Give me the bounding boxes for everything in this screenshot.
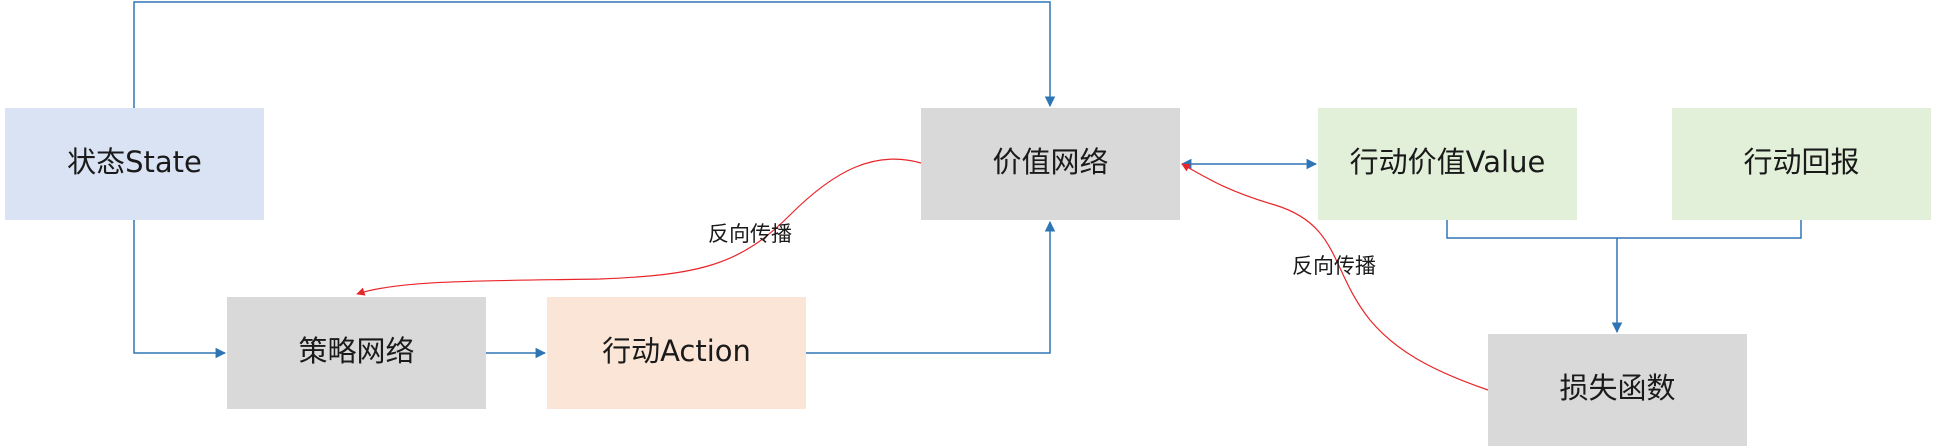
policy-network-label: 策略网络 [298, 334, 414, 368]
action-label: 行动Action [602, 334, 751, 368]
action-box [547, 297, 806, 409]
action-value-label: 行动价值Value [1350, 145, 1546, 179]
backprop-label-policy: 反向传播 [708, 222, 792, 246]
state-node: 状态State [5, 108, 264, 220]
backprop-loss-to-value-curve [1181, 163, 1489, 391]
policy-network-node: 策略网络 [227, 297, 486, 409]
reward-label: 行动回报 [1743, 145, 1859, 179]
edge-state-to-value-network [133, 1, 1056, 108]
value-network-node: 价值网络 [921, 108, 1180, 220]
state-label: 状态State [67, 145, 202, 179]
action-value-node: 行动价值Value [1318, 108, 1577, 220]
policy-network-box [227, 297, 486, 409]
edge-state-to-policy-network [133, 220, 227, 359]
state-box [5, 108, 264, 220]
loss-node: 损失函数 [1488, 334, 1747, 446]
loss-label: 损失函数 [1559, 371, 1675, 405]
edge-action-value-reward-to-loss [1446, 220, 1802, 332]
reward-box [1672, 108, 1931, 220]
value-network-box [921, 108, 1180, 220]
backprop-value-to-policy-curve [356, 158, 922, 296]
backprop-label-value: 反向传播 [1292, 254, 1376, 278]
value-network-label: 价值网络 [992, 145, 1108, 179]
action-value-box [1318, 108, 1577, 220]
reward-node: 行动回报 [1672, 108, 1931, 220]
action-node: 行动Action [547, 297, 806, 409]
loss-box [1488, 334, 1747, 446]
edge-action-to-value-network [806, 220, 1056, 354]
